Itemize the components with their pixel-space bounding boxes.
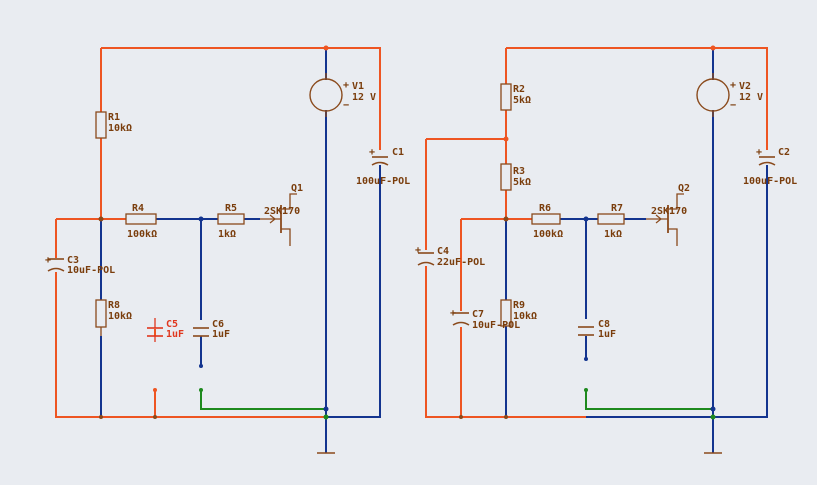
c2-plus-sign: + [756, 147, 762, 158]
jfet-q2[interactable]: Q2 2SK170 [646, 183, 690, 246]
r3-ref: R3 [513, 166, 525, 177]
r7-ref: R7 [611, 203, 623, 214]
r6-value: 100kΩ [533, 229, 563, 240]
capacitor-c2[interactable]: + C2 100uF-POL [743, 147, 797, 187]
capacitor-c4[interactable]: + C4 22uF-POL [415, 245, 485, 268]
r2-value: 5kΩ [513, 95, 531, 106]
v1-value: 12 V [352, 92, 376, 103]
r5-ref: R5 [225, 203, 237, 214]
resistor-r4[interactable]: R4 100kΩ [125, 203, 157, 240]
voltage-source-v1[interactable]: + − V1 12 V [309, 73, 376, 117]
resistor-r3[interactable]: R3 5kΩ [500, 163, 531, 191]
jfet-q1[interactable]: Q1 2SK170 [260, 183, 303, 246]
left-ground-wires [100, 48, 381, 453]
right-circuit: R2 5kΩ R3 5kΩ R6 100kΩ R7 1kΩ R9 10kΩ [415, 45, 797, 454]
r8-value: 10kΩ [108, 311, 132, 322]
resistor-r9[interactable]: R9 10kΩ [500, 299, 537, 327]
v2-plus-sign: + [730, 80, 736, 91]
resistor-r1[interactable]: R1 10kΩ [95, 111, 132, 139]
c4-plus-sign: + [415, 245, 421, 256]
v1-ref: V1 [352, 81, 364, 92]
r3-value: 5kΩ [513, 177, 531, 188]
v2-value: 12 V [739, 92, 763, 103]
c1-value: 100uF-POL [356, 176, 410, 187]
left-green-wires [200, 390, 326, 410]
v2-ref: V2 [739, 81, 751, 92]
c7-ref: C7 [472, 309, 484, 320]
capacitor-c5[interactable]: C5 1uF [147, 318, 184, 342]
c4-ref: C4 [437, 246, 449, 257]
resistor-r8[interactable]: R8 10kΩ [95, 299, 132, 336]
c7-plus-sign: + [450, 308, 456, 319]
right-junctions [459, 45, 716, 420]
v1-plus-sign: + [343, 80, 349, 91]
c8-value: 1uF [598, 329, 616, 340]
c2-ref: C2 [778, 147, 790, 158]
r4-value: 100kΩ [127, 229, 157, 240]
c3-value: 10uF-POL [67, 265, 115, 276]
left-supply-wires [55, 47, 381, 418]
c8-ref: C8 [598, 319, 610, 330]
c4-value: 22uF-POL [437, 257, 485, 268]
capacitor-c6[interactable]: C6 1uF [193, 319, 230, 340]
r9-ref: R9 [513, 300, 525, 311]
resistor-r6[interactable]: R6 100kΩ [531, 203, 563, 240]
c3-ref: C3 [67, 255, 79, 266]
r1-value: 10kΩ [108, 123, 132, 134]
r7-value: 1kΩ [604, 229, 622, 240]
c5-value: 1uF [166, 329, 184, 340]
capacitor-c3[interactable]: + C3 10uF-POL [45, 255, 115, 276]
left-circuit: R1 10kΩ R4 100kΩ R5 1kΩ R8 10kΩ + − V [45, 45, 410, 454]
left-junctions [98, 45, 329, 420]
c1-ref: C1 [392, 147, 404, 158]
c3-plus-sign: + [45, 255, 51, 266]
v2-minus-sign: − [730, 100, 736, 111]
c6-ref: C6 [212, 319, 224, 330]
c1-plus-sign: + [369, 147, 375, 158]
c5-ref: C5 [166, 319, 178, 330]
voltage-source-v2[interactable]: + − V2 12 V [696, 73, 763, 117]
r1-ref: R1 [108, 112, 120, 123]
q1-ref: Q1 [291, 183, 303, 194]
r6-ref: R6 [539, 203, 551, 214]
r2-ref: R2 [513, 84, 525, 95]
c2-value: 100uF-POL [743, 176, 797, 187]
r9-value: 10kΩ [513, 311, 537, 322]
capacitor-c1[interactable]: + C1 100uF-POL [356, 147, 410, 187]
right-supply-wires [425, 47, 768, 418]
c6-value: 1uF [212, 329, 230, 340]
r5-value: 1kΩ [218, 229, 236, 240]
resistor-r2[interactable]: R2 5kΩ [500, 83, 531, 111]
r4-ref: R4 [132, 203, 144, 214]
v1-minus-sign: − [343, 100, 349, 111]
q1-value: 2SK170 [264, 206, 300, 217]
capacitor-c7[interactable]: + C7 10uF-POL [450, 308, 520, 331]
resistor-r7[interactable]: R7 1kΩ [597, 203, 625, 240]
resistor-r5[interactable]: R5 1kΩ [217, 203, 245, 240]
right-green-wires [585, 390, 713, 410]
q2-ref: Q2 [678, 183, 690, 194]
q2-value: 2SK170 [651, 206, 687, 217]
c7-value: 10uF-POL [472, 320, 520, 331]
r8-ref: R8 [108, 300, 120, 311]
right-ground-wires [505, 48, 768, 453]
capacitor-c8[interactable]: C8 1uF [578, 319, 616, 340]
